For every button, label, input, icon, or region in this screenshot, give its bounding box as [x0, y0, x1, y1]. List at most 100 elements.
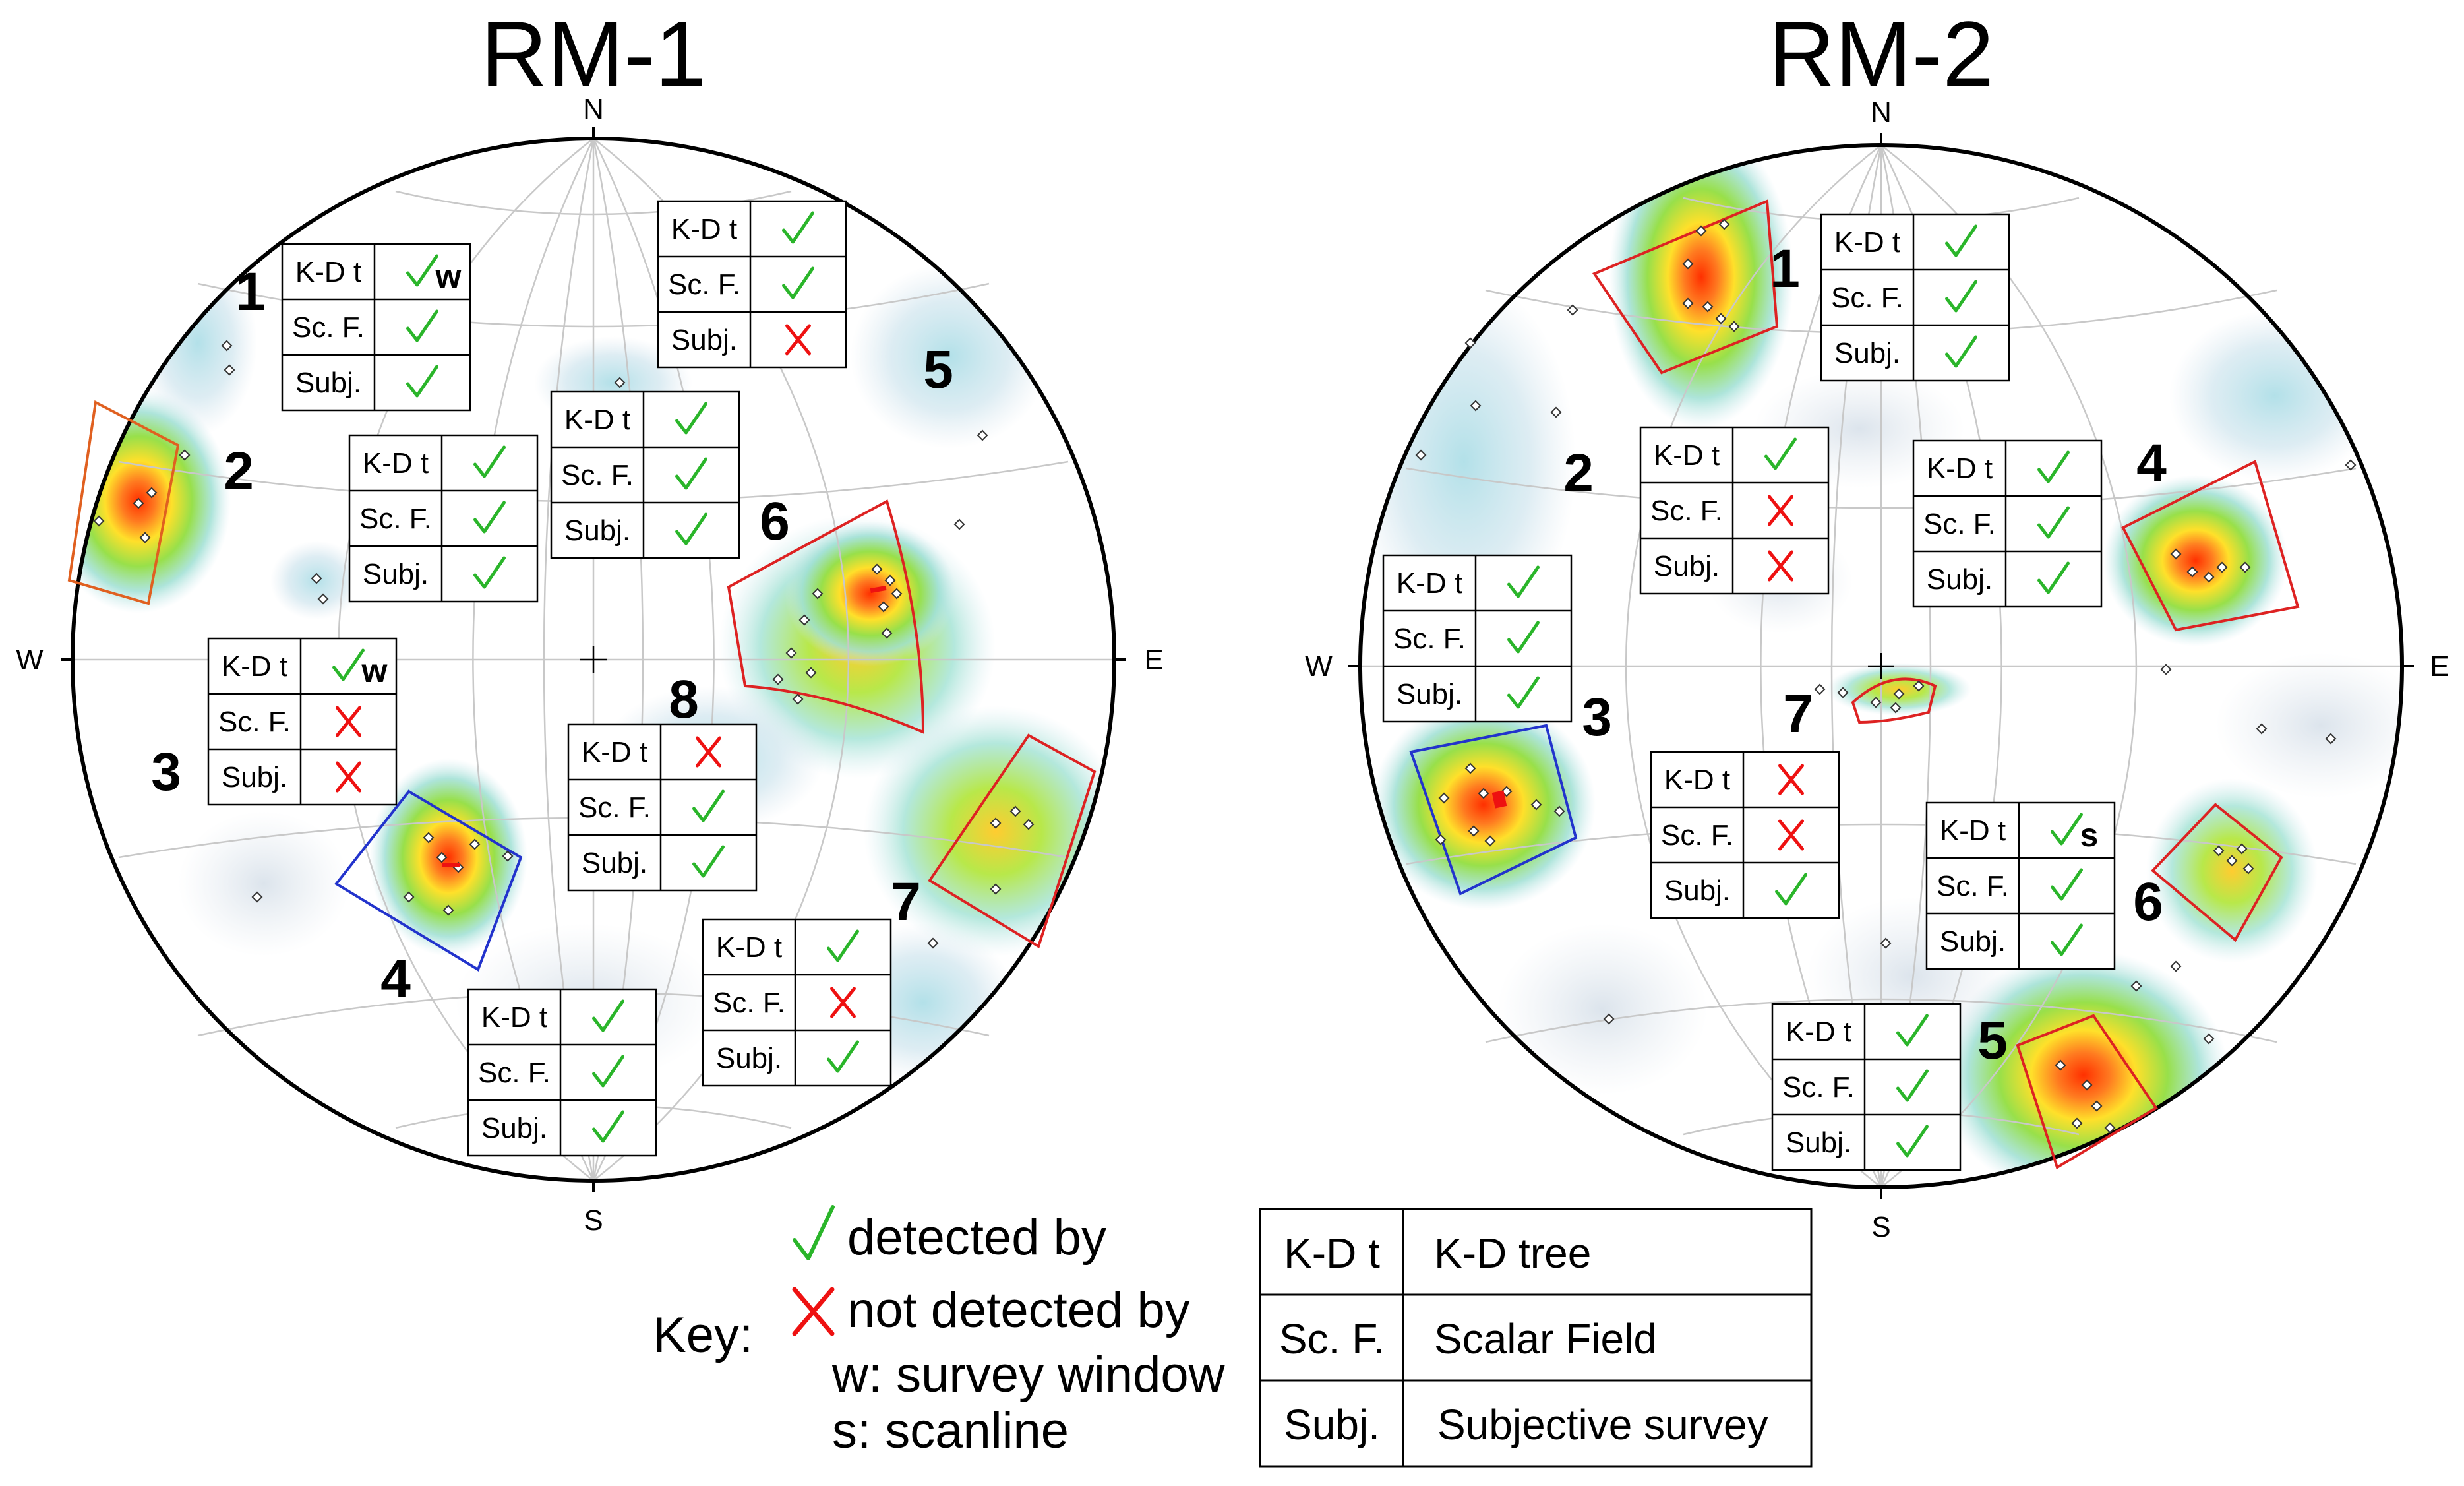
check-icon [692, 845, 725, 878]
check-icon [473, 445, 506, 478]
row-label: Subj. [363, 558, 429, 590]
row-label: K-D t [582, 736, 647, 768]
check-icon [1945, 335, 1977, 368]
set-label: 3 [151, 742, 181, 802]
detection-table: K-D tSc. F.Subj. [1382, 554, 1573, 723]
row-label: Sc. F. [713, 987, 785, 1019]
east-label: E [1144, 644, 1163, 676]
set-label: 7 [1783, 684, 1813, 744]
row-label: K-D t [1654, 439, 1720, 472]
detection-table: K-D tSc. F.Subj. [1771, 1003, 1962, 1171]
check-icon [592, 1110, 624, 1143]
survey-windows [67, 400, 1097, 972]
row-label: Sc. F. [478, 1057, 551, 1089]
row-label: Subj. [1786, 1127, 1851, 1159]
row-label: K-D t [222, 650, 287, 683]
check-icon [675, 512, 707, 545]
check-icon [406, 365, 438, 398]
row-label: Subj. [222, 761, 287, 793]
peak-markers [442, 585, 887, 867]
check-icon [1764, 437, 1797, 470]
abbr-full-cell: K-D tree [1434, 1229, 1591, 1277]
abbr-cell: Subj. [1284, 1401, 1380, 1448]
set-label: 1 [235, 262, 266, 322]
row-label: Subj. [582, 847, 647, 879]
plot-title: RM-1 [481, 2, 706, 106]
detection-table: K-D tSc. F.Subj. [1650, 751, 1840, 919]
row-label: K-D t [671, 213, 737, 245]
detection-table: K-D t Sc. F. Subj. [348, 434, 539, 603]
set-label: 5 [1977, 1010, 2008, 1070]
survey-windows [1409, 199, 2300, 1170]
row-label: Sc. F. [1831, 282, 1904, 314]
survey-window-5 [2016, 1014, 2158, 1170]
check-icon [692, 789, 725, 822]
row-label: K-D t [363, 447, 429, 480]
set-label: 1 [1770, 239, 1800, 299]
set-label: 2 [1563, 443, 1594, 503]
detection-table: K-D tSc. F.Subj. [702, 918, 892, 1087]
key: Key: detected by not detected by w: surv… [653, 1205, 1226, 1459]
row-label: K-D t [1927, 452, 1993, 485]
cross-icon [336, 706, 361, 737]
row-label: Sc. F. [1782, 1071, 1855, 1103]
check-icon [1896, 1069, 1929, 1102]
abbr-cell: Sc. F. [1279, 1315, 1385, 1363]
cross-icon [785, 324, 811, 356]
check-icon [1896, 1125, 1929, 1158]
check-icon [827, 929, 859, 962]
row-label: Sc. F. [1650, 495, 1723, 527]
set-label: 4 [380, 949, 411, 1009]
check-icon [782, 211, 814, 244]
row-label: Sc. F. [218, 706, 291, 738]
cross-icon [1778, 764, 1804, 795]
check-icon [1896, 1014, 1929, 1047]
check-icon [1775, 873, 1807, 906]
row-label: K-D t [295, 256, 361, 288]
check-icon [1507, 621, 1540, 654]
pole-points [1415, 218, 2357, 1134]
row-label: Subj. [1834, 337, 1900, 369]
north-label: N [1871, 96, 1892, 129]
set-label: 3 [1582, 687, 1612, 747]
cross-icon [830, 987, 856, 1018]
check-icon [793, 1205, 835, 1260]
row-label: Sc. F. [359, 503, 432, 535]
detection-table: K-D tSc. F.Subj. [1639, 426, 1830, 595]
check-icon [675, 457, 707, 490]
key-detected: detected by [847, 1210, 1106, 1266]
row-label: Subj. [1927, 563, 1993, 596]
row-label: K-D t [564, 404, 630, 436]
check-icon [1507, 565, 1540, 598]
cross-icon [1778, 819, 1804, 851]
row-label: Sc. F. [1661, 819, 1733, 851]
west-label: W [16, 644, 44, 676]
abbr-full-cell: Subjective survey [1437, 1401, 1768, 1448]
cross-icon [336, 761, 361, 793]
check-icon [2051, 813, 2083, 846]
abbr-full-cell: Scalar Field [1434, 1315, 1657, 1363]
check-icon [406, 254, 438, 287]
set-label: 6 [760, 491, 790, 551]
set-label: 4 [2136, 433, 2167, 493]
survey-window-1 [1592, 199, 1779, 375]
row-label: Sc. F. [292, 311, 365, 344]
row-label: Sc. F. [1923, 508, 1996, 540]
survey-window-7 [928, 733, 1097, 949]
detection-table: K-D tSc. F.Subj. [467, 988, 657, 1157]
row-label: Sc. F. [561, 459, 634, 491]
row-label: Subj. [1664, 875, 1730, 907]
row-label: Subj. [481, 1112, 547, 1144]
check-icon [332, 648, 365, 681]
survey-window-2 [67, 400, 180, 605]
check-icon [2037, 561, 2070, 594]
row-label: K-D t [1397, 567, 1462, 600]
peak-markers [1491, 790, 1507, 809]
row-label: Subj. [295, 367, 361, 399]
check-icon [675, 402, 707, 435]
row-label: Sc. F. [1393, 623, 1466, 655]
west-label: W [1305, 650, 1333, 683]
